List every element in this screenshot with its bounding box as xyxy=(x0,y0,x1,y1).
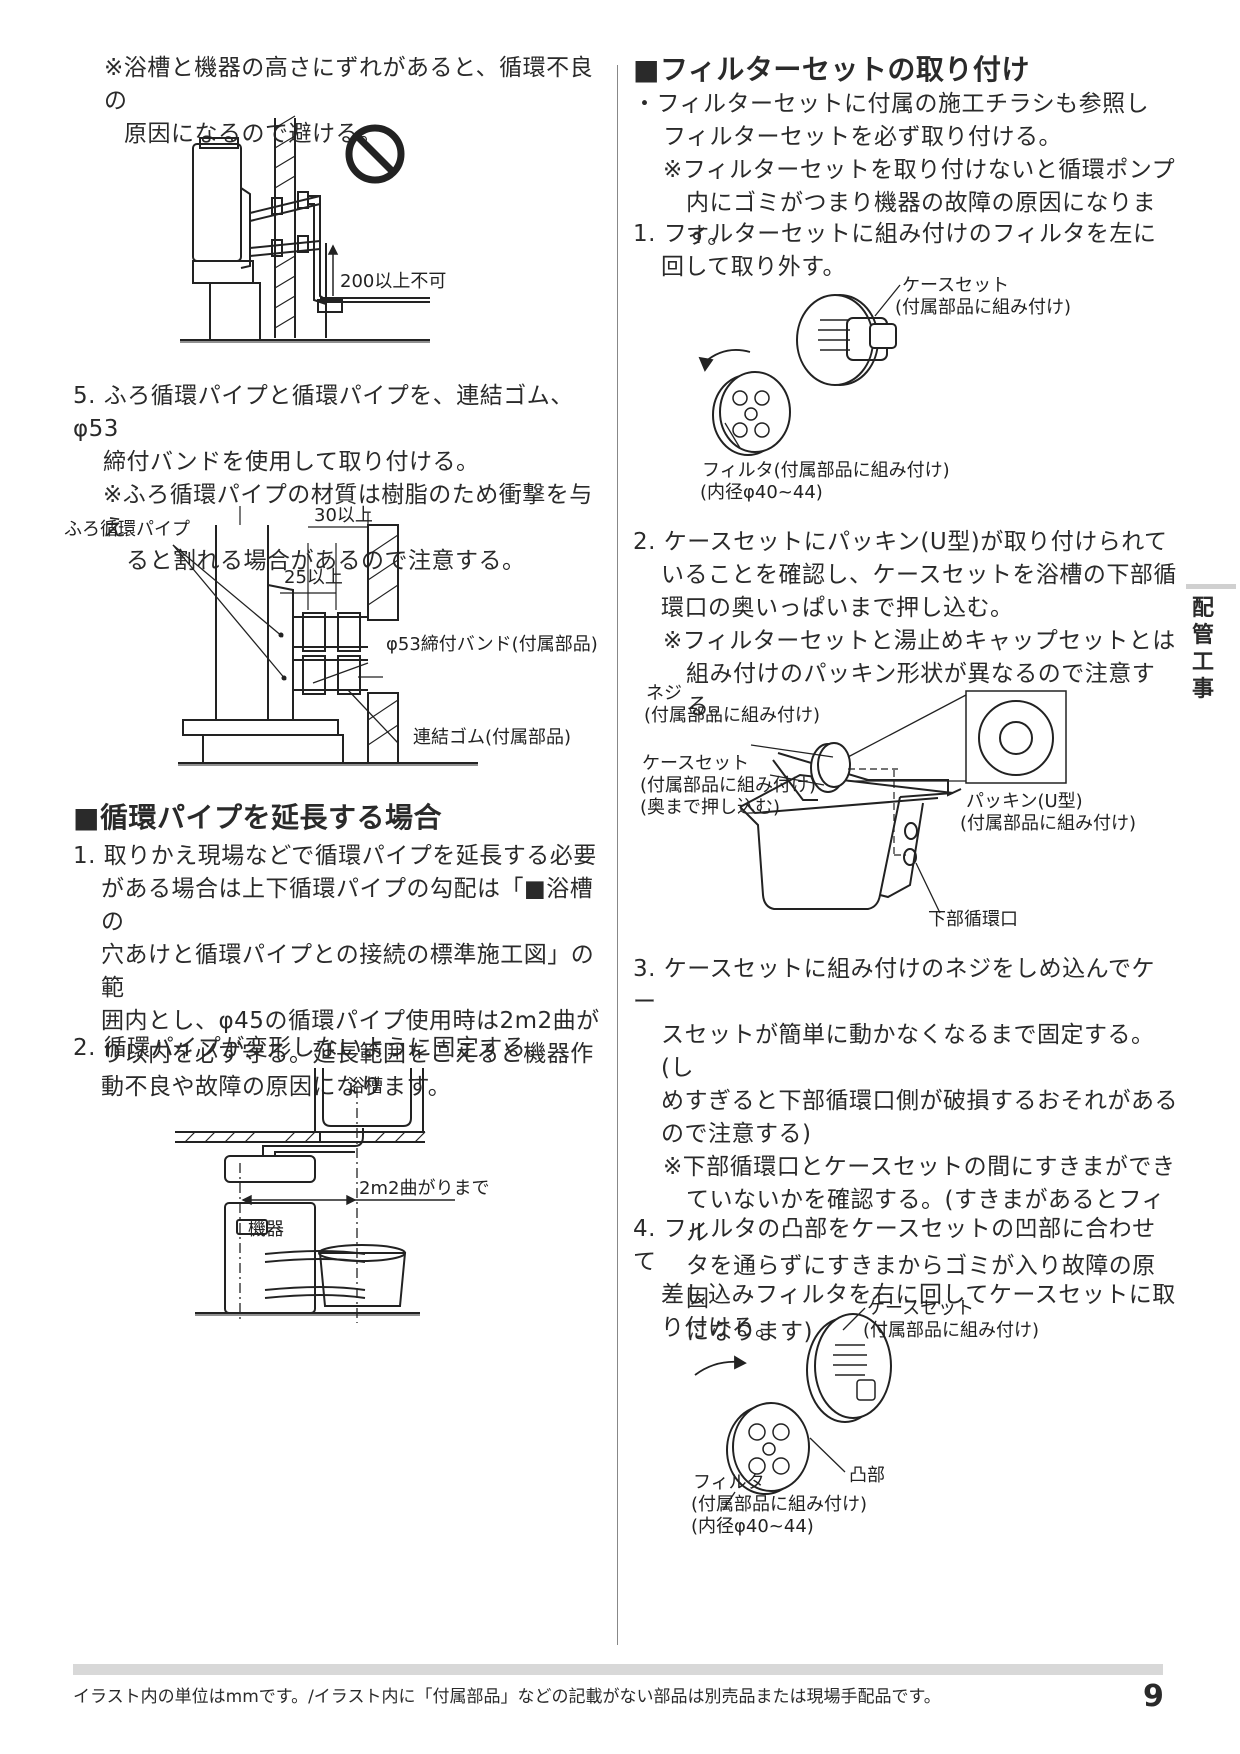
extend-section-title: ■循環パイプを延長する場合 xyxy=(73,801,442,834)
footer-bar xyxy=(73,1664,1163,1675)
filter-step1-line2: 回して取り外す。 xyxy=(661,254,847,280)
filter-step4-line1: 4. フィルタの凸部をケースセットの凹部に合わせて xyxy=(633,1216,1156,1275)
extend-step1-line2: がある場合は上下循環パイプの勾配は「■浴槽の xyxy=(101,876,594,935)
fig5-packing-line1: パッキン(U型) xyxy=(966,791,1083,812)
side-tab-char-2: 管 xyxy=(1191,623,1214,648)
fig3-bath-label: 浴槽 xyxy=(347,1076,383,1097)
fig5-case-line3: (奥まで押し込む) xyxy=(640,797,780,818)
filter-bullet: ・フィルターセットに付属の施工チラシも参照し フィルターセットを必ず取り付ける。… xyxy=(633,88,1178,253)
fig2-band-label: φ53締付バンド(付属部品) xyxy=(386,634,598,655)
side-tab-char-3: 工 xyxy=(1191,650,1214,675)
fig2-rubber-label: 連結ゴム(付属部品) xyxy=(413,727,571,748)
fig6-case-line1: ケースセット xyxy=(867,1298,974,1319)
step5-line1: 5. ふろ循環パイプと循環パイプを、連結ゴム、φ53 xyxy=(73,383,574,442)
fig6-filter-line2: (付属部品に組み付け) xyxy=(691,1494,867,1515)
filter-bullet-note-line2: 内にゴミがつまり機器の故障の原因になります。 xyxy=(686,190,1156,249)
filter-bullet-note-line1: ※フィルターセットを取り付けないと循環ポンプ xyxy=(663,157,1176,183)
side-tab-char-1: 配 xyxy=(1191,596,1214,621)
fig5-case-line2: (付属部品に組み付け) xyxy=(640,775,816,796)
figure-filter-removal: ケースセット (付属部品に組み付け) フィルタ(付属部品に組み付け) (内径φ4… xyxy=(698,275,1071,503)
filter-step2-line3: 環口の奥いっぱいまで押し込む。 xyxy=(661,595,1014,621)
filter-step3-note-line3: タを通らずにすきまからゴミが入り故障の原因 xyxy=(686,1253,1156,1312)
filter-step3-line1: 3. ケースセットに組み付けのネジをしめ込んでケー xyxy=(633,956,1155,1015)
filter-step3-note-line2: ていないかを確認する。(すきまがあるとフィル xyxy=(686,1187,1166,1246)
fig1-label: 200以上不可 xyxy=(340,271,446,292)
filter-bullet-line2: フィルターセットを必ず取り付ける。 xyxy=(663,124,1063,150)
filter-step2-line2: いることを確認し、ケースセットを浴槽の下部循 xyxy=(661,562,1177,588)
step5-note-line1: ※ふろ循環パイプの材質は樹脂のため衝撃を与え xyxy=(103,482,593,541)
fig2-dim30: 30以上 xyxy=(314,505,373,526)
fig5-outlet-label: 下部循環口 xyxy=(928,909,1018,930)
fig6-boss-label: 凸部 xyxy=(849,1465,885,1486)
filter-section-title: ■フィルターセットの取り付け xyxy=(633,53,1030,86)
extend-step1-line1: 1. 取りかえ現場などで循環パイプを延長する必要 xyxy=(73,843,597,869)
filter-step3: 3. ケースセットに組み付けのネジをしめ込んでケー スセットが簡単に動かなくなる… xyxy=(633,953,1178,1349)
fig4-filter-line1: フィルタ(付属部品に組み付け) xyxy=(702,460,950,481)
extend-step2: 2. 循環パイプが変形しないように固定する。 xyxy=(73,1035,550,1061)
side-tab-bar xyxy=(1186,584,1236,589)
step5: 5. ふろ循環パイプと循環パイプを、連結ゴム、φ53 締付バンドを使用して取り付… xyxy=(73,380,613,578)
filter-step4: 4. フィルタの凸部をケースセットの凹部に合わせて 差し込みフィルタを右に回して… xyxy=(633,1213,1178,1345)
figure-pipe-extension: 浴槽 2m2曲がりまで 機器 xyxy=(175,1068,489,1323)
filter-step3-note-line4: になります) xyxy=(686,1319,813,1345)
fig4-case-line1: ケースセット xyxy=(902,275,1009,296)
prohibited-icon xyxy=(345,124,405,184)
filter-step2-line1: 2. ケースセットにパッキン(U型)が取り付けられて xyxy=(633,529,1168,555)
filter-step3-line4: ので注意する) xyxy=(661,1121,812,1147)
filter-step4-line3: り付ける。 xyxy=(661,1315,779,1341)
filter-step3-line3: めすぎると下部循環口側が破損するおそれがある xyxy=(661,1088,1178,1114)
filter-step4-line2: 差し込みフィルタを右に回してケースセットに取 xyxy=(661,1282,1176,1308)
fig6-case-line2: (付属部品に組み付け) xyxy=(863,1320,1039,1341)
fig6-filter-line3: (内径φ40~44) xyxy=(691,1516,814,1537)
filter-step1: 1. フィルターセットに組み付けのフィルタを左に 回して取り外す。 xyxy=(633,218,1178,284)
filter-step3-line2: スセットが簡単に動かなくなるまで固定する。(し xyxy=(661,1022,1155,1081)
extend-step1-line6: 動不良や故障の原因になります。 xyxy=(101,1074,452,1100)
figure-case-insertion: ネジ (付属部品に組み付け) ケースセット (付属部品に組み付け) (奥まで押し… xyxy=(640,683,1136,930)
filter-step1-line1: 1. フィルターセットに組み付けのフィルタを左に xyxy=(633,221,1157,247)
side-tab-char-4: 事 xyxy=(1191,677,1214,702)
extend-step1: 1. 取りかえ現場などで循環パイプを延長する必要 がある場合は上下循環パイプの勾… xyxy=(73,840,613,1104)
filter-step3-note-line1: ※下部循環口とケースセットの間にすきまができ xyxy=(663,1154,1176,1180)
fig4-filter-line2: (内径φ40~44) xyxy=(700,482,823,503)
extend-step1-line3: 穴あけと循環パイプとの接続の標準施工図」の範 xyxy=(101,942,595,1001)
figure-filter-attach: ケースセット (付属部品に組み付け) 凸部 フィルタ (付属部品に組み付け) (… xyxy=(691,1298,1039,1537)
fig3-dim-label: 2m2曲がりまで xyxy=(359,1178,489,1199)
footer-note: イラスト内の単位はmmです。/イラスト内に「付属部品」などの記載がない部品は別売… xyxy=(73,1687,941,1707)
fig2-dim25: 25以上 xyxy=(284,567,343,588)
filter-step2-note-line1: ※フィルターセットと湯止めキャップセットとは xyxy=(663,628,1176,654)
step5-line2: 締付バンドを使用して取り付ける。 xyxy=(103,449,480,475)
filter-step2-note-line2: 組み付けのパッキン形状が異なるので注意する。 xyxy=(686,661,1156,720)
extend-step1-line5: り以内を必ず守る。延長範囲をこえると機器作 xyxy=(101,1041,594,1067)
fig4-case-line2: (付属部品に組み付け) xyxy=(895,297,1071,318)
intro-note-line1: ※浴槽と機器の高さにずれがあると、循環不良の xyxy=(104,55,594,114)
side-tab-label: 配 管 工 事 xyxy=(1188,595,1218,703)
fig5-case-line1: ケースセット xyxy=(642,753,749,774)
intro-note: ※浴槽と機器の高さにずれがあると、循環不良の 原因になるので避ける。 xyxy=(104,52,614,151)
fig6-filter-line1: フィルタ xyxy=(693,1472,765,1493)
filter-bullet-line1: ・フィルターセットに付属の施工チラシも参照し xyxy=(633,91,1150,117)
fig3-unit-label: 機器 xyxy=(248,1219,284,1240)
fig5-screw-line2: (付属部品に組み付け) xyxy=(644,705,820,726)
intro-note-line2: 原因になるので避ける。 xyxy=(124,121,383,147)
filter-step2: 2. ケースセットにパッキン(U型)が取り付けられて いることを確認し、ケースセ… xyxy=(633,526,1178,724)
extend-step1-line4: 囲内とし、φ45の循環パイプ使用時は2m2曲が xyxy=(101,1008,600,1034)
fig2-pipe-label: ふろ循環パイプ xyxy=(64,519,190,540)
fig5-packing-line2: (付属部品に組み付け) xyxy=(960,813,1136,834)
page-number: 9 xyxy=(1143,1679,1164,1714)
figure-height-mismatch: 200以上不可 xyxy=(180,115,446,343)
column-divider xyxy=(617,65,618,1645)
figure-pipe-connection: ふろ循環パイプ 30以上 25以上 φ53締付バンド(付属部品) 連結ゴム(付属… xyxy=(64,505,598,766)
fig5-screw-line1: ネジ xyxy=(646,683,682,704)
